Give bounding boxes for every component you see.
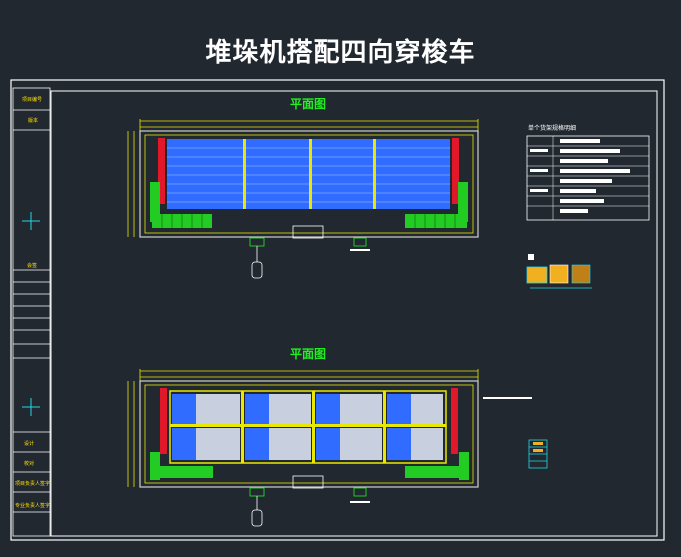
crosshair-icon (22, 212, 40, 230)
top-rack-area (167, 139, 450, 209)
outer-frame (10, 79, 665, 541)
legend-table (526, 135, 650, 221)
title-block-field: 项目编号 (22, 96, 42, 103)
outbound-conveyor-right (405, 466, 467, 478)
title-block-field: 校对 (24, 460, 34, 467)
crosshair-icon (22, 398, 40, 416)
bottom-plan-label: 平面图 (290, 347, 326, 361)
entrance-symbol (350, 237, 370, 251)
top-building-outline (139, 130, 479, 238)
bottom-dimension-line (139, 369, 479, 382)
title-block-field: 设计 (24, 440, 34, 447)
title-block-strip (12, 87, 51, 537)
title-block-field: 版本 (28, 117, 38, 124)
top-dimension-line (139, 119, 479, 132)
entrance-symbol (249, 237, 265, 279)
title-block-field: 项目负责人签字 (15, 480, 50, 487)
stacker-rail-right (452, 138, 459, 204)
rack-3d-icon (526, 254, 592, 289)
page-title: 堆垛机搭配四向穿梭车 (205, 38, 476, 68)
bottom-wall-line (144, 384, 474, 484)
legend-table-title: 单个货架规格明细 (528, 124, 576, 132)
entrance-symbol (350, 487, 370, 503)
rack-elevation-icon (528, 439, 548, 469)
top-left-dimensions (127, 131, 135, 237)
stacker-rail-left (160, 388, 167, 454)
entrance-symbol (249, 487, 265, 527)
bottom-left-dimensions (127, 381, 135, 487)
top-plan-label: 平面图 (290, 97, 326, 111)
conveyor-right (458, 182, 468, 222)
bottom-door (292, 475, 324, 489)
top-wall-line (144, 134, 474, 234)
inner-frame (50, 90, 658, 537)
stacker-rail-left (158, 138, 165, 204)
conveyor-left (150, 182, 160, 222)
stacker-rail-right (451, 388, 458, 454)
outbound-conveyor-left (153, 466, 213, 478)
top-door (292, 225, 324, 239)
title-block-field: 专业负责人签字 (15, 502, 50, 509)
outbound-conveyor-right (405, 214, 467, 228)
top-rack-grid (167, 147, 450, 203)
legend-table-rows (527, 136, 649, 220)
bottom-rack-blocks (172, 394, 443, 460)
top-rack-aisles (243, 139, 376, 209)
bottom-rack-dividers (170, 391, 446, 463)
title-block-field: 会签 (27, 262, 37, 269)
bottom-building-outline (139, 380, 479, 488)
